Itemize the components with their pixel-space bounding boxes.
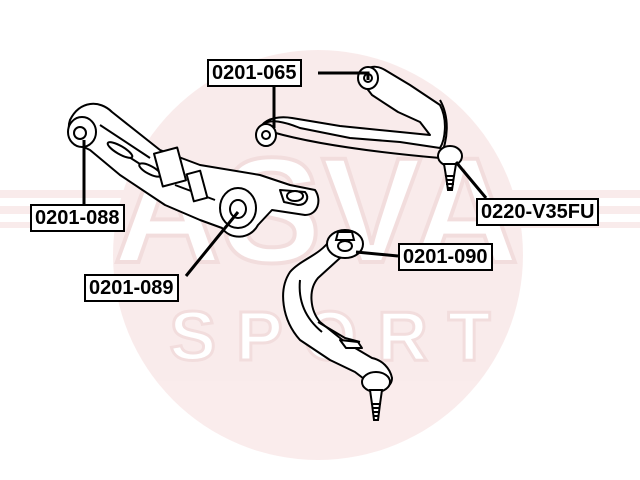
- leader-lines: [82, 71, 488, 277]
- tension-rod-ball-joint: [361, 371, 391, 421]
- lower-arm-rear-bushing: [219, 187, 257, 229]
- leader-line-065: [318, 71, 370, 80]
- label-upper-arm-ball-joint: 0220-V35FU: [476, 198, 600, 226]
- tension-rod: [282, 235, 393, 390]
- label-lower-arm-front-bushing: 0201-088: [30, 204, 125, 232]
- label-upper-arm-bushing: 0201-065: [207, 59, 302, 87]
- lower-arm-front-bushing: [67, 116, 97, 148]
- label-lower-arm-rear-bushing: 0201-089: [84, 274, 179, 302]
- leader-line-089: [184, 211, 240, 277]
- leader-line-v35: [454, 161, 488, 199]
- upper-arm-front-bushing: [255, 123, 277, 147]
- leader-line-090: [355, 250, 399, 258]
- upper-arm-ball-joint: [437, 145, 463, 191]
- tension-rod-bushing: [326, 229, 364, 259]
- label-tension-rod-bushing: 0201-090: [398, 243, 493, 271]
